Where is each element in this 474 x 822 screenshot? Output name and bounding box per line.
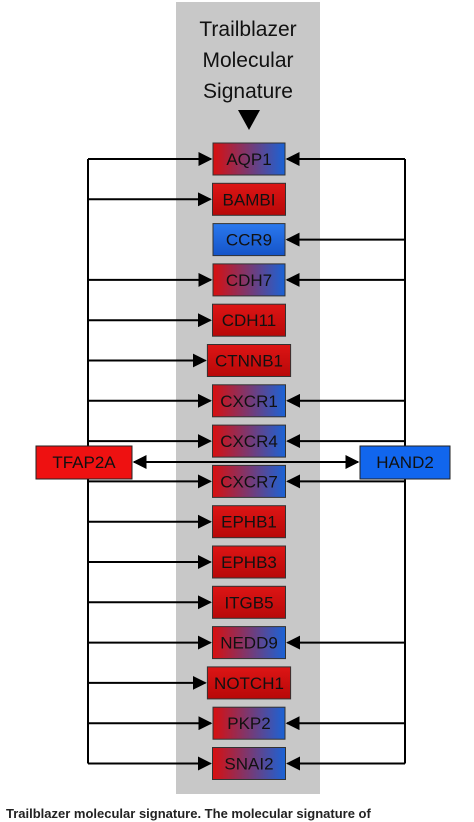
regulator-right-box [359, 445, 451, 480]
gene-node[interactable]: SNAI2 [212, 747, 286, 780]
gene-box [212, 747, 286, 780]
gene-label: EPHB1 [221, 513, 277, 532]
gene-box [212, 303, 286, 337]
gene-box [212, 505, 286, 539]
gene-box [212, 706, 286, 740]
gene-node[interactable]: CXCR1 [212, 384, 286, 418]
gene-box [212, 142, 286, 176]
gene-label: CXCR1 [220, 392, 278, 411]
gene-node[interactable]: EPHB1 [212, 505, 286, 539]
gene-box [212, 182, 286, 216]
gene-box [212, 545, 286, 579]
gene-label: AQP1 [226, 150, 271, 169]
gene-label: CDH7 [226, 271, 272, 290]
gene-label: CTNNB1 [215, 352, 283, 371]
gene-box [206, 666, 292, 700]
gene-node[interactable]: CTNNB1 [206, 344, 292, 377]
gene-label: BAMBI [223, 190, 276, 209]
down-triangle-icon [238, 110, 260, 130]
gene-node[interactable]: CXCR4 [212, 424, 286, 458]
regulator-right-label: HAND2 [376, 453, 434, 472]
gene-box [212, 424, 286, 458]
gene-box [212, 626, 286, 660]
panel-title-line-3: Signature [203, 80, 293, 103]
gene-node[interactable]: CDH11 [212, 303, 286, 337]
panel-title-line-1: Trailblazer [199, 18, 296, 41]
gene-box [206, 344, 292, 377]
gene-node[interactable]: ITGB5 [212, 585, 286, 619]
gene-node[interactable]: CDH7 [212, 263, 286, 297]
gene-node[interactable]: BAMBI [212, 182, 286, 216]
gene-label: PKP2 [227, 714, 270, 733]
gene-box [212, 223, 286, 257]
gene-node[interactable]: AQP1 [212, 142, 286, 176]
gene-node[interactable]: CCR9 [212, 223, 286, 257]
gene-label: NEDD9 [220, 634, 278, 653]
regulator-left-box [35, 445, 133, 480]
gene-label: ITGB5 [224, 593, 273, 612]
gene-label: NOTCH1 [214, 674, 284, 693]
gene-box [212, 585, 286, 619]
panel-title-line-2: Molecular [202, 49, 293, 72]
gene-box [212, 464, 286, 498]
regulator-right[interactable]: HAND2 [359, 445, 451, 480]
gene-box [212, 384, 286, 418]
gene-node[interactable]: NEDD9 [212, 626, 286, 660]
gene-node[interactable]: PKP2 [212, 706, 286, 740]
regulator-left[interactable]: TFAP2A [35, 445, 133, 480]
gene-label: EPHB3 [221, 553, 277, 572]
gene-node[interactable]: CXCR7 [212, 464, 286, 498]
gene-label: CCR9 [226, 231, 272, 250]
gene-box [212, 263, 286, 297]
figure-caption: Trailblazer molecular signature. The mol… [6, 806, 371, 821]
gene-node[interactable]: EPHB3 [212, 545, 286, 579]
gene-node[interactable]: NOTCH1 [206, 666, 292, 700]
gene-label: CDH11 [222, 311, 276, 330]
gene-label: CXCR7 [220, 472, 278, 491]
gene-label: CXCR4 [220, 432, 278, 451]
regulator-left-label: TFAP2A [52, 453, 116, 472]
gene-label: SNAI2 [224, 755, 273, 774]
